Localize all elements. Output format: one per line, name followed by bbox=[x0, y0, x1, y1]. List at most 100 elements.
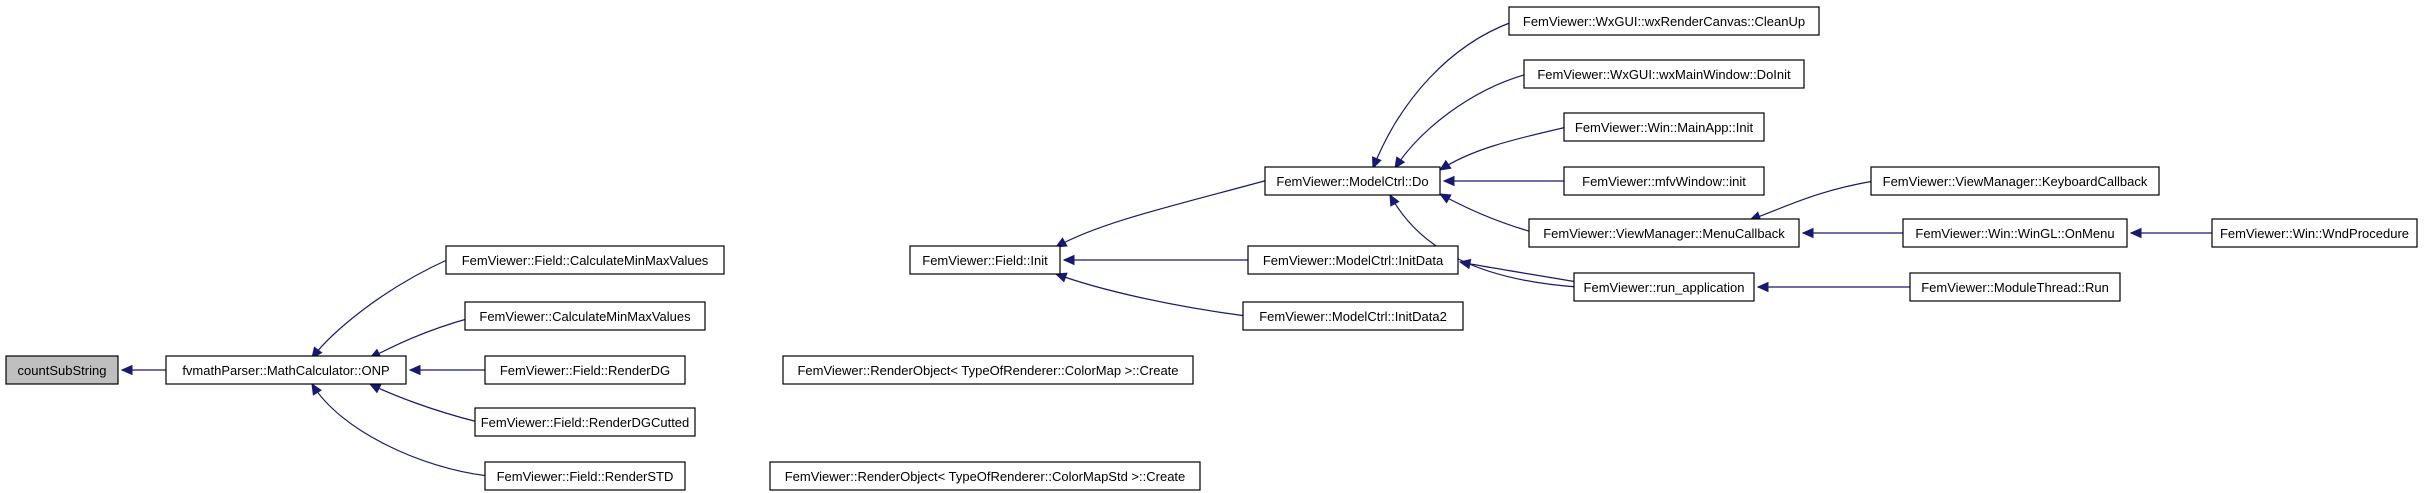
node-label: FemViewer::ModelCtrl::InitData2 bbox=[1259, 309, 1447, 324]
arrowhead-icon bbox=[368, 383, 382, 394]
node-box[interactable] bbox=[1508, 6, 1820, 36]
edge-initData-to-fieldInit bbox=[1062, 254, 1251, 266]
edge-line bbox=[369, 317, 471, 359]
node-box[interactable] bbox=[1563, 166, 1765, 196]
node-box[interactable] bbox=[1528, 218, 1800, 248]
node-label: FemViewer::ViewManager::MenuCallback bbox=[1543, 226, 1785, 241]
edge-line bbox=[311, 383, 489, 477]
edge-modelDo-to-fieldInit bbox=[1054, 179, 1269, 248]
edge-mainAppInit-to-modelDo bbox=[1438, 126, 1568, 171]
edge-runApp-to-initData bbox=[1458, 258, 1578, 283]
node-label: fvmathParser::MathCalculator::ONP bbox=[182, 363, 389, 378]
edge-line bbox=[1055, 273, 1247, 317]
node-label: FemViewer::Field::CalculateMinMaxValues bbox=[462, 253, 709, 268]
node-wndProc[interactable]: FemViewer::Win::WndProcedure bbox=[2211, 218, 2418, 248]
node-label: FemViewer::Win::MainApp::Init bbox=[1575, 120, 1754, 135]
node-box[interactable] bbox=[1902, 218, 2128, 248]
node-box[interactable] bbox=[484, 355, 686, 385]
node-onp[interactable]: fvmathParser::MathCalculator::ONP bbox=[165, 355, 407, 385]
edge-doInit-to-modelDo bbox=[1394, 73, 1528, 170]
arrowhead-icon bbox=[311, 346, 323, 359]
node-keyboardCallback[interactable]: FemViewer::ViewManager::KeyboardCallback bbox=[1870, 166, 2160, 196]
node-label: FemViewer::Field::RenderSTD bbox=[497, 469, 674, 484]
call-graph-edges bbox=[120, 21, 2215, 477]
node-runApp[interactable]: FemViewer::run_application bbox=[1573, 272, 1755, 302]
node-label: FemViewer::Win::WndProcedure bbox=[2220, 226, 2409, 241]
node-box[interactable] bbox=[1563, 112, 1765, 142]
node-box[interactable] bbox=[782, 355, 1194, 385]
arrowhead-icon bbox=[1756, 281, 1769, 293]
node-box[interactable] bbox=[1264, 166, 1441, 196]
edge-moduleRun-to-runApp bbox=[1756, 281, 1913, 293]
node-box[interactable] bbox=[769, 461, 1201, 491]
node-box[interactable] bbox=[484, 461, 686, 491]
node-box[interactable] bbox=[1870, 166, 2160, 196]
node-menuCallback[interactable]: FemViewer::ViewManager::MenuCallback bbox=[1528, 218, 1800, 248]
node-label: FemViewer::WxGUI::wxMainWindow::DoInit bbox=[1537, 67, 1791, 82]
node-fieldInit[interactable]: FemViewer::Field::Init bbox=[909, 245, 1061, 275]
node-initData2[interactable]: FemViewer::ModelCtrl::InitData2 bbox=[1242, 301, 1464, 331]
edge-calcMinMax-to-onp bbox=[368, 317, 471, 359]
node-box[interactable] bbox=[5, 355, 119, 385]
node-label: FemViewer::mfvWindow::init bbox=[1582, 174, 1746, 189]
node-initData[interactable]: FemViewer::ModelCtrl::InitData bbox=[1247, 245, 1459, 275]
arrowhead-icon bbox=[2129, 227, 2142, 239]
node-label: countSubString bbox=[18, 363, 107, 378]
node-modelDo[interactable]: FemViewer::ModelCtrl::Do bbox=[1264, 166, 1441, 196]
node-box[interactable] bbox=[2211, 218, 2418, 248]
arrowhead-icon bbox=[1801, 227, 1814, 239]
node-doInit[interactable]: FemViewer::WxGUI::wxMainWindow::DoInit bbox=[1523, 59, 1805, 89]
node-box[interactable] bbox=[165, 355, 407, 385]
node-label: FemViewer::ViewManager::KeyboardCallback bbox=[1883, 174, 2148, 189]
edge-calcMinMaxField-to-onp bbox=[311, 258, 450, 359]
edge-line bbox=[369, 383, 479, 423]
node-box[interactable] bbox=[1573, 272, 1755, 302]
edge-cleanUp-to-modelDo bbox=[1371, 21, 1513, 170]
arrowhead-icon bbox=[1438, 159, 1452, 171]
node-calcMinMax[interactable]: FemViewer::CalculateMinMaxValues bbox=[464, 301, 706, 331]
node-label: FemViewer::ModelCtrl::InitData bbox=[1263, 253, 1444, 268]
edge-renderDG-to-onp bbox=[408, 364, 488, 376]
edge-wndProc-to-onMenu bbox=[2129, 227, 2215, 239]
arrowhead-icon bbox=[1442, 175, 1455, 187]
edge-renderDGCutted-to-onp bbox=[368, 383, 479, 423]
node-box[interactable] bbox=[1909, 272, 2121, 302]
edge-keyboardCallback-to-menuCallback bbox=[1748, 180, 1875, 222]
node-box[interactable] bbox=[464, 301, 706, 331]
node-box[interactable] bbox=[445, 245, 725, 275]
node-box[interactable] bbox=[1523, 59, 1805, 89]
arrowhead-icon bbox=[408, 364, 421, 376]
node-calcMinMaxField[interactable]: FemViewer::Field::CalculateMinMaxValues bbox=[445, 245, 725, 275]
edge-line bbox=[1394, 73, 1528, 169]
node-moduleRun[interactable]: FemViewer::ModuleThread::Run bbox=[1909, 272, 2121, 302]
arrowhead-icon bbox=[1394, 156, 1406, 170]
node-box[interactable] bbox=[1247, 245, 1459, 275]
node-renderDG[interactable]: FemViewer::Field::RenderDG bbox=[484, 355, 686, 385]
node-box[interactable] bbox=[1242, 301, 1464, 331]
edge-onp-to-count bbox=[120, 364, 169, 376]
arrowhead-icon bbox=[311, 382, 322, 396]
arrowhead-icon bbox=[1062, 254, 1075, 266]
edge-mfvInit-to-modelDo bbox=[1442, 175, 1567, 187]
edge-line bbox=[1372, 21, 1513, 169]
node-renderDGCutted[interactable]: FemViewer::Field::RenderDGCutted bbox=[474, 407, 696, 437]
edge-line bbox=[1439, 126, 1568, 171]
node-roStdCreate[interactable]: FemViewer::RenderObject< TypeOfRenderer:… bbox=[769, 461, 1201, 491]
node-roCreate[interactable]: FemViewer::RenderObject< TypeOfRenderer:… bbox=[782, 355, 1194, 385]
node-label: FemViewer::Win::WinGL::OnMenu bbox=[1915, 226, 2114, 241]
arrowhead-icon bbox=[1389, 193, 1400, 207]
node-count[interactable]: countSubString bbox=[5, 355, 119, 385]
node-renderSTD[interactable]: FemViewer::Field::RenderSTD bbox=[484, 461, 686, 491]
node-cleanUp[interactable]: FemViewer::WxGUI::wxRenderCanvas::CleanU… bbox=[1508, 6, 1820, 36]
edge-line bbox=[1749, 180, 1875, 221]
node-onMenu[interactable]: FemViewer::Win::WinGL::OnMenu bbox=[1902, 218, 2128, 248]
node-box[interactable] bbox=[909, 245, 1061, 275]
edge-line bbox=[1055, 179, 1269, 248]
node-label: FemViewer::WxGUI::wxRenderCanvas::CleanU… bbox=[1523, 14, 1805, 29]
node-mfvInit[interactable]: FemViewer::mfvWindow::init bbox=[1563, 166, 1765, 196]
node-box[interactable] bbox=[474, 407, 696, 437]
node-mainAppInit[interactable]: FemViewer::Win::MainApp::Init bbox=[1563, 112, 1765, 142]
call-graph-nodes: countSubString fvmathParser::MathCalculat… bbox=[5, 6, 2418, 491]
edge-line bbox=[1439, 193, 1533, 233]
